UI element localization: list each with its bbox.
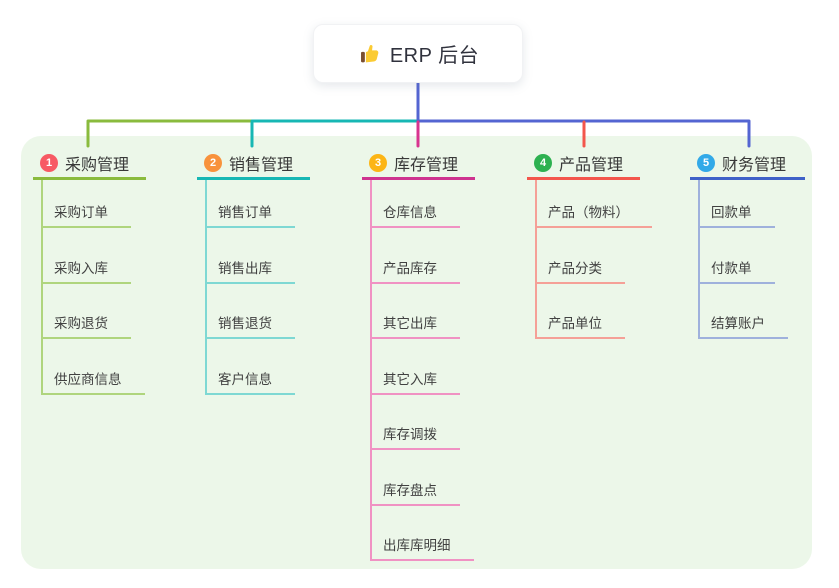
child-label: 采购退货	[41, 312, 131, 339]
branch-children: 仓库信息 产品库存 其它出库 其它入库 库存调拨 库存盘点 出库库明细	[362, 180, 475, 561]
child-label: 库存调拨	[370, 423, 460, 450]
branch-number-badge: 5	[697, 154, 715, 172]
child-node[interactable]: 结算账户	[698, 284, 805, 339]
child-label: 其它出库	[370, 312, 460, 339]
child-label: 付款单	[698, 257, 775, 284]
child-label: 仓库信息	[370, 201, 460, 228]
child-node[interactable]: 回款单	[698, 180, 805, 228]
branch-sales: 2 销售管理 销售订单 销售出库 销售退货 客户信息	[197, 149, 310, 395]
branch-number-badge: 3	[369, 154, 387, 172]
child-node[interactable]: 产品单位	[535, 284, 652, 339]
child-node[interactable]: 库存调拨	[370, 395, 475, 450]
branch-children: 采购订单 采购入库 采购退货 供应商信息	[33, 180, 146, 395]
branch-trunk-line	[205, 180, 207, 395]
branch-title: 采购管理	[65, 157, 130, 174]
child-label: 其它入库	[370, 368, 460, 395]
branch-node-purchase[interactable]: 1 采购管理	[33, 149, 146, 180]
child-node[interactable]: 仓库信息	[370, 180, 475, 228]
child-label: 销售订单	[205, 201, 295, 228]
child-node[interactable]: 产品分类	[535, 228, 652, 284]
branch-title: 库存管理	[394, 157, 459, 174]
child-node[interactable]: 客户信息	[205, 339, 310, 395]
branch-finance: 5 财务管理 回款单 付款单 结算账户	[690, 149, 805, 339]
branch-children: 回款单 付款单 结算账户	[690, 180, 805, 339]
branch-number-badge: 1	[40, 154, 58, 172]
child-label: 结算账户	[698, 312, 788, 339]
child-label: 销售出库	[205, 257, 295, 284]
branch-trunk-line	[698, 180, 700, 339]
branch-product: 4 产品管理 产品（物料） 产品分类 产品单位	[527, 149, 652, 339]
branch-node-inventory[interactable]: 3 库存管理	[362, 149, 475, 180]
child-label: 销售退货	[205, 312, 295, 339]
branch-node-finance[interactable]: 5 财务管理	[690, 149, 805, 180]
branch-children: 产品（物料） 产品分类 产品单位	[527, 180, 652, 339]
child-node[interactable]: 销售退货	[205, 284, 310, 339]
child-node[interactable]: 采购退货	[41, 284, 146, 339]
branch-number-badge: 4	[534, 154, 552, 172]
branch-purchase: 1 采购管理 采购订单 采购入库 采购退货 供应商信息	[33, 149, 146, 395]
thumbs-up-icon	[360, 45, 379, 63]
child-label: 回款单	[698, 201, 775, 228]
child-node[interactable]: 采购订单	[41, 180, 146, 228]
branch-trunk-line	[370, 180, 372, 561]
child-label: 采购订单	[41, 201, 131, 228]
branch-children: 销售订单 销售出库 销售退货 客户信息	[197, 180, 310, 395]
branch-node-sales[interactable]: 2 销售管理	[197, 149, 310, 180]
branch-node-product[interactable]: 4 产品管理	[527, 149, 640, 180]
branch-inventory: 3 库存管理 仓库信息 产品库存 其它出库 其它入库 库存调拨 库存盘点 出库库…	[362, 149, 475, 561]
child-label: 产品库存	[370, 257, 460, 284]
child-node[interactable]: 供应商信息	[41, 339, 146, 395]
child-node[interactable]: 付款单	[698, 228, 805, 284]
branch-title: 产品管理	[559, 157, 624, 174]
child-node[interactable]: 产品（物料）	[535, 180, 652, 228]
branch-trunk-line	[41, 180, 43, 395]
child-node[interactable]: 库存盘点	[370, 450, 475, 506]
root-title: ERP 后台	[389, 45, 480, 67]
branch-trunk-line	[535, 180, 537, 339]
child-node[interactable]: 产品库存	[370, 228, 475, 284]
child-node[interactable]: 出库库明细	[370, 506, 475, 561]
child-node[interactable]: 其它入库	[370, 339, 475, 395]
child-label: 产品分类	[535, 257, 625, 284]
root-node[interactable]: ERP 后台	[313, 24, 523, 83]
child-label: 产品（物料）	[535, 201, 652, 228]
child-node[interactable]: 销售出库	[205, 228, 310, 284]
child-label: 库存盘点	[370, 479, 460, 506]
child-label: 供应商信息	[41, 368, 145, 395]
child-node[interactable]: 销售订单	[205, 180, 310, 228]
child-label: 产品单位	[535, 312, 625, 339]
child-label: 采购入库	[41, 257, 131, 284]
child-node[interactable]: 其它出库	[370, 284, 475, 339]
branch-title: 财务管理	[722, 157, 787, 174]
child-label: 出库库明细	[370, 534, 474, 561]
child-node[interactable]: 采购入库	[41, 228, 146, 284]
branch-number-badge: 2	[204, 154, 222, 172]
branches-panel-background	[21, 136, 812, 569]
child-label: 客户信息	[205, 368, 295, 395]
branch-title: 销售管理	[229, 157, 294, 174]
